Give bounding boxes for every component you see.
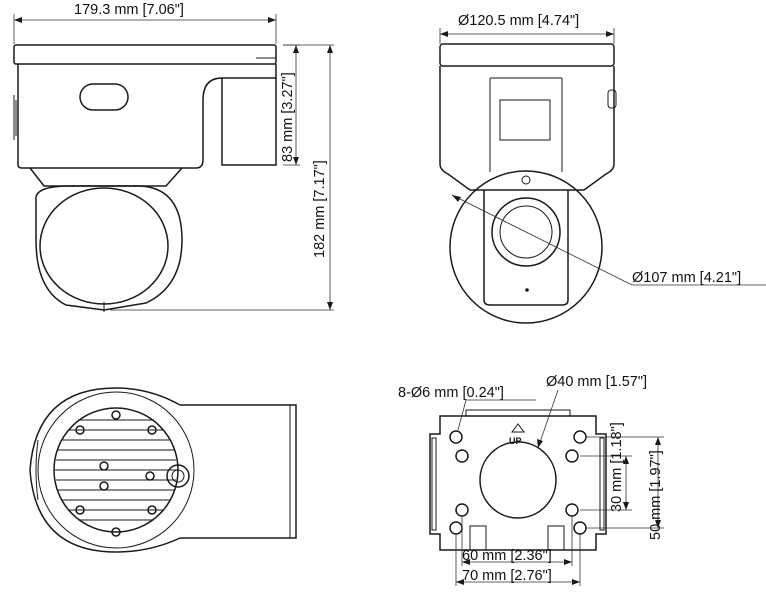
front-ball-diameter-label: Ø107 mm [4.21"] xyxy=(632,270,741,286)
vertical-small-label: 30 mm [1.18"] xyxy=(609,422,625,512)
cooling-fins xyxy=(55,419,177,521)
front-top-diameter-dimension: Ø120.5 mm [4.74"] xyxy=(439,13,615,44)
vertical-large-label: 50 mm [1.97"] xyxy=(648,450,664,540)
side-view xyxy=(13,44,277,312)
bottom-view xyxy=(29,387,297,553)
mount-hole xyxy=(565,503,579,517)
horizontal-large-dimension: 70 mm [2.76"] xyxy=(455,534,581,586)
side-width-dimension: 179.3 mm [7.06"] xyxy=(13,2,277,44)
mount-plate-view: UP xyxy=(429,409,607,551)
mount-hole xyxy=(565,449,579,463)
mount-hole xyxy=(573,521,587,535)
vertical-large-dimension: 50 mm [1.97"] xyxy=(586,436,664,540)
side-head-height-dimension: 83 mm [3.27"] xyxy=(280,44,300,166)
front-ball-diameter-dimension: Ø107 mm [4.21"] xyxy=(451,194,766,286)
side-total-height-label: 182 mm [7.17"] xyxy=(312,160,328,258)
center-hole-callout: Ø40 mm [1.57"] xyxy=(537,374,647,449)
horizontal-small-label: 60 mm [2.36"] xyxy=(462,548,552,564)
horizontal-large-label: 70 mm [2.76"] xyxy=(462,568,552,584)
mount-hole xyxy=(455,503,469,517)
side-width-label: 179.3 mm [7.06"] xyxy=(74,2,184,18)
side-total-height-dimension: 182 mm [7.17"] xyxy=(110,44,334,311)
front-view xyxy=(439,43,617,324)
mount-hole xyxy=(449,430,463,444)
front-top-diameter-label: Ø120.5 mm [4.74"] xyxy=(458,13,579,29)
center-hole-label: Ø40 mm [1.57"] xyxy=(546,374,647,390)
mount-hole xyxy=(573,430,587,444)
up-label: UP xyxy=(509,436,522,446)
up-arrow-icon xyxy=(511,423,525,433)
hole-size-callout: 8-Ø6 mm [0.24"] xyxy=(398,385,536,431)
mount-hole xyxy=(455,449,469,463)
mount-hole xyxy=(449,521,463,535)
side-head-height-label: 83 mm [3.27"] xyxy=(280,72,296,162)
horizontal-small-dimension: 60 mm [2.36"] xyxy=(461,516,573,566)
hole-size-label: 8-Ø6 mm [0.24"] xyxy=(398,385,504,401)
vertical-small-dimension: 30 mm [1.18"] xyxy=(580,422,632,512)
